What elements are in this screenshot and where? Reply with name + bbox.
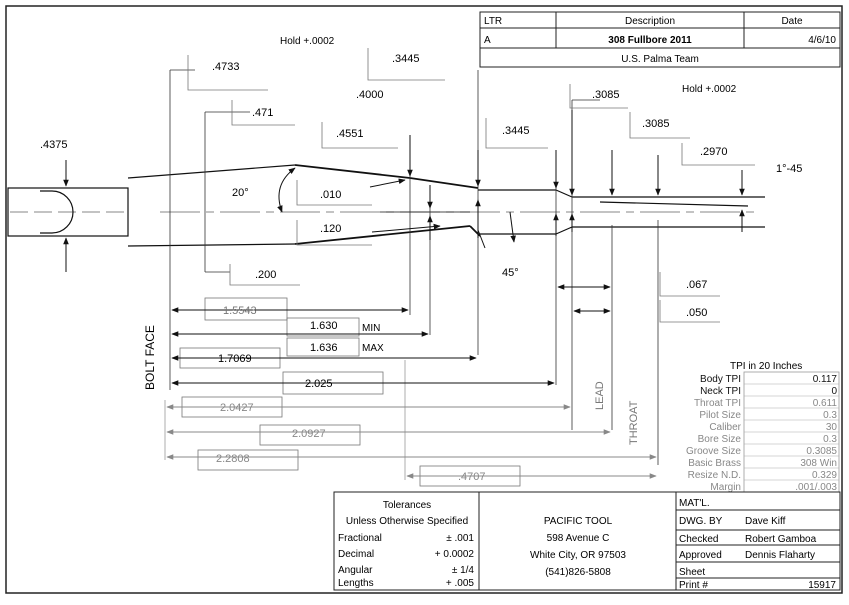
tpi-row-value: 0.611 [813, 398, 838, 409]
tpi-row-label: Groove Size [686, 446, 741, 457]
dim-15543: 1.5543 [223, 305, 257, 317]
dim-4733: .4733 [212, 61, 240, 73]
tolerance-label: Decimal [338, 549, 374, 560]
tolerance-value: + 0.0002 [435, 549, 475, 560]
company-street: 598 Avenue C [547, 533, 610, 544]
dim-22808: 2.2808 [216, 453, 250, 465]
note-min: MIN [362, 323, 380, 334]
dim-200: .200 [255, 269, 276, 281]
dimension-arrows [63, 110, 745, 386]
dim-067: .067 [686, 279, 707, 291]
dim-angle-45: 45° [502, 267, 519, 279]
approved-value: Dennis Flaharty [745, 550, 815, 561]
rev-header-description: Description [625, 16, 675, 27]
approved-label: Approved [679, 550, 722, 561]
tpi-row-label: Bore Size [698, 434, 742, 445]
dimension-arrows-gray [166, 404, 657, 479]
tpi-row-label: Neck TPI [700, 386, 741, 397]
tpi-row-value: .001/.003 [795, 482, 837, 493]
revision-block [479, 11, 841, 68]
hold-note-right: Hold +.0002 [682, 84, 737, 95]
tpi-row-label: Body TPI [700, 374, 741, 385]
label-bolt-face: BOLT FACE [143, 325, 157, 390]
dim-010: .010 [320, 189, 341, 201]
dwg-by-value: Dave Kiff [745, 516, 786, 527]
dim-050: .050 [686, 307, 707, 319]
company-phone: (541)826-5808 [545, 567, 611, 578]
tolerance-label: Fractional [338, 533, 382, 544]
tpi-row-value: 0.117 [813, 374, 838, 385]
tpi-row-value: 0.3 [823, 410, 837, 421]
dim-3445-top: .3445 [392, 53, 420, 65]
tpi-row-value: 0.3085 [806, 446, 837, 457]
tolerance-value: ± 1/4 [452, 565, 475, 576]
label-lead: LEAD [594, 381, 606, 410]
tpi-row-label: Basic Brass [688, 458, 741, 469]
dim-angle-20: 20° [232, 187, 249, 199]
sheet-label: Sheet [679, 567, 705, 578]
dim-2970: .2970 [700, 146, 728, 158]
tolerances-subtitle: Unless Otherwise Specified [346, 516, 468, 527]
tolerances-title: Tolerances [383, 500, 431, 511]
tpi-row-label: Throat TPI [694, 398, 741, 409]
rev-ltr: A [484, 35, 491, 46]
extension-lines-gray [164, 360, 406, 480]
dim-17069: 1.7069 [218, 353, 252, 365]
note-max: MAX [362, 343, 384, 354]
title-block [333, 491, 841, 591]
label-throat: THROAT [628, 400, 640, 445]
tpi-row-value: 30 [826, 422, 838, 433]
rev-date: 4/6/10 [808, 35, 836, 46]
checked-label: Checked [679, 534, 718, 545]
tolerance-label: Angular [338, 565, 373, 576]
rev-team: U.S. Palma Team [621, 54, 699, 65]
rev-header-date: Date [781, 16, 803, 27]
dim-3085-a: .3085 [592, 89, 620, 101]
dim-2025: 2.025 [305, 378, 333, 390]
tolerance-label: Lengths [338, 578, 374, 589]
tolerance-value: ± .001 [446, 533, 474, 544]
rev-description: 308 Fullbore 2011 [608, 35, 692, 46]
dim-120: .120 [320, 223, 341, 235]
chamber-profile [7, 164, 765, 247]
dim-20927: 2.0927 [292, 428, 326, 440]
hold-note-left: Hold +.0002 [280, 36, 335, 47]
dim-1630: 1.630 [310, 320, 338, 332]
tpi-row-value: 308 Win [800, 458, 837, 469]
tpi-row-value: 0.329 [812, 470, 837, 481]
dim-4707: .4707 [458, 471, 486, 483]
dim-1636: 1.636 [310, 342, 338, 354]
company-name: PACIFIC TOOL [544, 516, 613, 527]
tpi-row-label: Caliber [709, 422, 741, 433]
dim-3085-b: .3085 [642, 118, 670, 130]
print-label: Print # [679, 580, 708, 591]
matl-label: MAT'L. [679, 498, 710, 509]
tpi-row-value: 0.3 [823, 434, 837, 445]
dim-4375: .4375 [40, 139, 68, 151]
tpi-row-label: Resize N.D. [688, 470, 741, 481]
company-city: White City, OR 97503 [530, 550, 626, 561]
dim-471: .471 [252, 107, 273, 119]
print-number: 15917 [808, 580, 836, 591]
tpi-title: TPI in 20 Inches [730, 361, 802, 372]
dim-4551: .4551 [336, 128, 364, 140]
checked-value: Robert Gamboa [745, 534, 817, 545]
tpi-row-label: Pilot Size [699, 410, 741, 421]
dim-20427: 2.0427 [220, 402, 254, 414]
dim-4000: .4000 [356, 89, 384, 101]
tolerance-value: + .005 [446, 578, 475, 589]
dim-3445-mid: .3445 [502, 125, 530, 137]
tpi-row-label: Margin [710, 482, 741, 493]
sheet-border [5, 5, 843, 594]
rev-header-ltr: LTR [484, 16, 502, 27]
dwg-by-label: DWG. BY [679, 516, 723, 527]
dim-taper: 1°-45 [776, 163, 802, 175]
tpi-row-value: 0 [831, 386, 837, 397]
